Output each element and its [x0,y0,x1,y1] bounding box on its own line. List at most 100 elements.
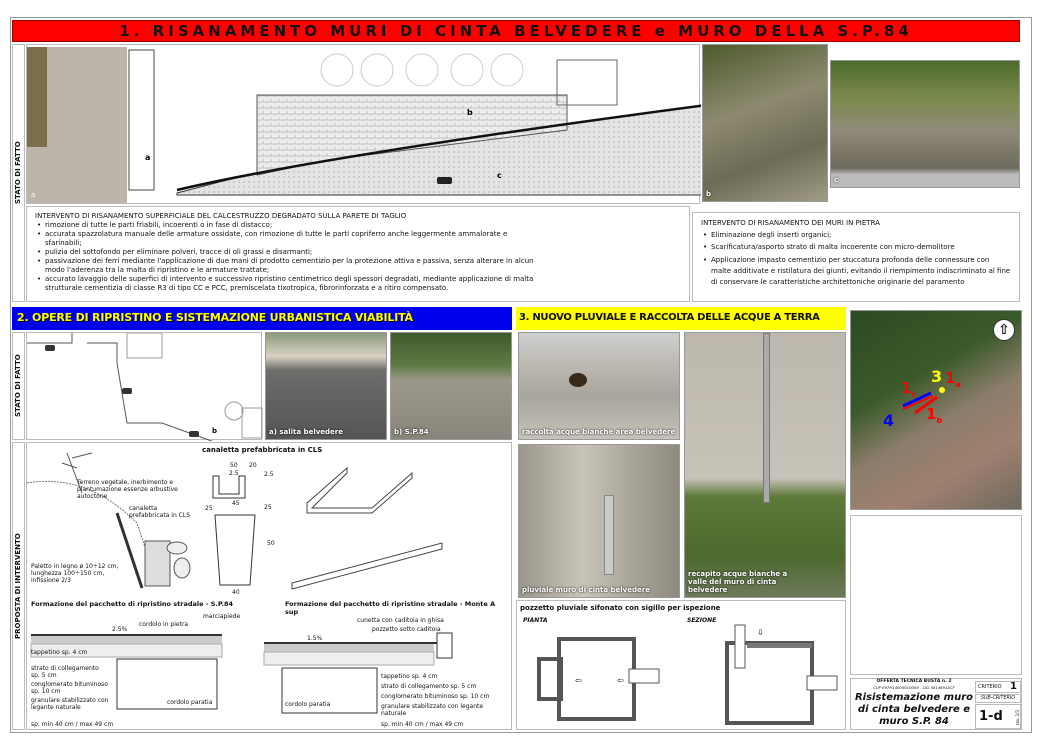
photo-pluviale-caption: pluviale muro di cinta belvedere [522,586,650,594]
criterio-label: CRITERIO [978,684,1002,690]
stone-item: Applicazione impasto cementizio per stuc… [703,255,1011,288]
wall-elevation-svg: a a b c [27,47,708,203]
concrete-repair-heading: INTERVENTO DI RISANAMENTO SUPERFICIALE D… [35,212,407,220]
sp84-sp-label: sp. [31,721,40,728]
sp84-layer: tappetino sp. 4 cm [31,649,88,656]
monte-layer: conglomerato bituminoso sp. 10 cm [381,693,490,700]
criterio-box: CRITERIO 1 [975,681,1021,693]
dim-45: 45 [232,500,240,507]
map-label-1c: 1c [901,379,917,399]
wooden-stake [115,512,144,589]
sp84-cordolo-pietra: cordolo in pietra [139,621,189,628]
proposal-drawings [27,452,453,714]
tav-number: tav. 2/3 [1015,710,1020,726]
concrete-item: rimozione di tutte le parti friabili, in… [37,221,545,230]
project-title: Risistemazione muro di cinta belvedere e… [854,692,974,727]
dim-40: 40 [232,589,240,596]
photo-c-stone-wall: c [830,60,1020,188]
section2-title: 2. OPERE DI RIPRISTINO E SISTEMAZIONE UR… [12,307,512,330]
sp84-slope: 2.5% [112,626,128,633]
car-icon [45,345,55,351]
sp84-marciapiede: marciapiede [203,613,241,620]
pianta-label: PIANTA [523,617,548,624]
arrow-down-icon: ⇩ [757,628,764,637]
photo-a-label: a [31,191,35,199]
stone-wall-repair-text: INTERVENTO DI RISANAMENTO DEI MURI IN PI… [692,212,1020,302]
dim-20: 20 [249,462,257,469]
section2-side-label-proposta: PROPOSTA DI INTERVENTO [12,442,25,730]
section2-side-label-stato: STATO DI FATTO [12,332,25,440]
monte-sp-label: sp. [381,721,390,728]
arrow-icon: ⇦ [575,676,582,685]
dim-2-5b: 2.5 [264,471,274,478]
monte-cunetta: cunetta con caditoia in ghisa [357,617,444,624]
sp84-sp: sp. min 40 cm / max 49 cm [31,721,113,728]
monte-layer: granulare stabilizzato con legante natur… [381,703,484,717]
car-icon [189,431,199,437]
map-label-3: 3 [931,367,943,386]
empty-box [850,515,1022,675]
map-label-4: 4 [883,411,895,430]
proposal-area: canaletta prefabbricata in CLS Terreno v… [26,442,512,730]
concrete-repair-text: INTERVENTO DI RISANAMENTO SUPERFICIALE D… [26,206,690,302]
concrete-item: accurata spazzolatura manuale delle arma… [37,230,545,248]
drawing-label-b: b [467,108,473,117]
label-canaletta: canaletta prefabbricata in CLS [129,505,191,519]
dim-50b: 50 [267,540,275,547]
photo-c-label: c [834,176,839,184]
sp84-sp-range: min 40 cm / max 49 cm [41,721,114,728]
monte-pozzetto: pozzetto sotto caditoia [372,626,441,633]
drawing-label-c: c [497,171,502,180]
sp84-layer: strato di collegamento sp. 5 cm [31,665,99,679]
stone-item: Eliminazione degli inserti organici; [703,231,1011,240]
sub-criterio-box: SUB-CRITERIO [975,694,1021,703]
photo-b-caption: b) S.P.84 [394,428,429,436]
criterio-value: 1 [1010,681,1017,692]
monte-cordolo-paratia: cordolo paratia [285,701,331,708]
concrete-item: passivazione dei ferri mediante l'applic… [37,257,545,275]
monte-layer: tappetino sp. 4 cm [381,673,438,680]
dim-50: 50 [230,462,238,469]
section1-side-label: STATO DI FATTO [12,44,25,302]
title-block: OFFERTA TECNICA BUSTA n. 2 CUP E97H14000… [850,678,1022,730]
dim-2-5: 2.5 [229,470,239,477]
photo-b-stone-wall: b [702,44,828,202]
concrete-item: accurato lavaggio delle superfici di int… [37,275,545,293]
canaletta-title: canaletta prefabbricata in CLS [202,446,323,454]
stone-repair-heading: INTERVENTO DI RISANAMENTO DEI MURI IN PI… [701,219,880,227]
sp84-section-title: Formazione del pacchetto di ripristino s… [31,600,233,608]
sezione-label: SEZIONE [687,617,717,624]
monte-sp-range: min 40 cm / max 49 cm [391,721,464,728]
map-markings [902,387,945,415]
concrete-item: pulizia del sottofondo per eliminare pol… [37,248,545,257]
pozzetto-title: pozzetto pluviale sifonato con sigillo p… [520,604,721,612]
aerial-map: ⇧ 1a 1b 1c 3 4 [850,310,1022,510]
monte-section-title: Formazione del pacchetto di ripristino s… [285,600,496,616]
sub-criterio-value-box: 1-d tav. 2/3 [975,704,1021,729]
north-arrow-icon: ⇧ [993,319,1015,341]
car-icon [437,177,452,184]
label-terreno: Terreno vegetale, inerbimento e piantuma… [77,479,178,500]
label-paletto: Paletto in legno ø 10÷12 cm, lunghezza 1… [31,563,119,584]
offerta-label: OFFERTA TECNICA BUSTA n. 2 [876,679,952,684]
monte-slope: 1.5% [307,635,323,642]
pozzetto-drawing: ⇦ ⇦ ⇩ [537,624,838,725]
dim-25b: 25 [264,504,272,511]
photo-b-label: b [706,190,712,198]
monte-sp: sp. min 40 cm / max 49 cm [381,721,463,728]
sp84-cordolo-paratia: cordolo paratia [167,699,213,706]
map-label-1b: 1b [926,405,943,425]
dim-25: 25 [205,505,213,512]
photo-sp84: b) S.P.84 [390,332,512,440]
photo-recapito-caption: recapito acque bianche a valle del muro … [688,570,788,594]
photo-recapito: recapito acque bianche a valle del muro … [684,332,846,598]
drawing-label-a: a [145,153,150,162]
sp84-layer: conglomerato bituminoso sp. 10 cm [31,681,108,695]
monte-layer: strato di collegamento sp. 5 cm [381,683,477,690]
downpipe [763,333,770,503]
sub-criterio-value: 1-d [979,709,1003,724]
arrow-icon: ⇦ [617,676,624,685]
cup-cig: CUP E97H14000010009 - CIG 5814691ZCF [873,685,955,690]
stone-item: Scarificatura/asporto strato di malta in… [703,243,1011,252]
section3-title: 3. NUOVO PLUVIALE E RACCOLTA DELLE ACQUE… [516,307,846,330]
